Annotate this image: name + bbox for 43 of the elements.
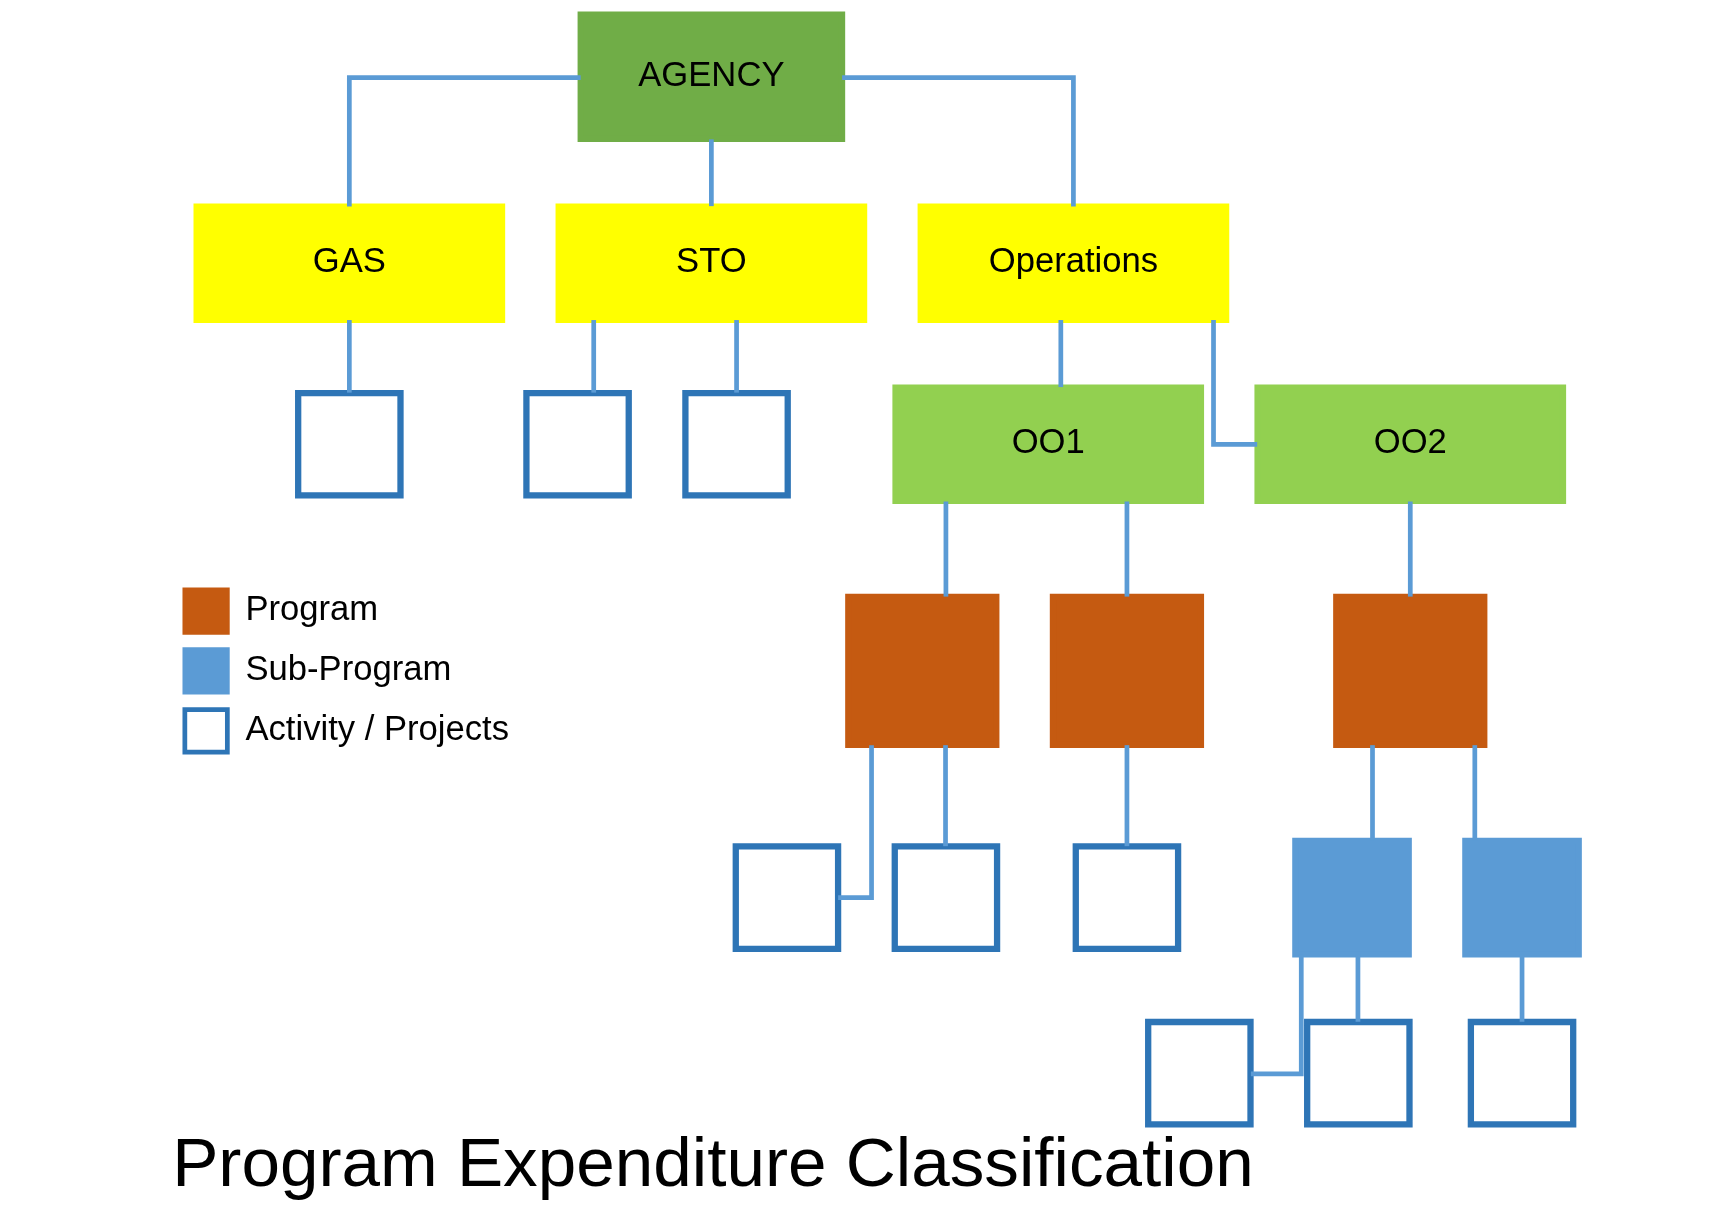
node-box bbox=[681, 390, 791, 499]
legend-label: Sub-Program bbox=[244, 648, 451, 687]
node-box: Operations bbox=[917, 203, 1229, 324]
node-box bbox=[294, 390, 404, 499]
node-box bbox=[732, 843, 841, 952]
connector bbox=[708, 139, 714, 207]
connector bbox=[1057, 320, 1063, 388]
node-box bbox=[1291, 837, 1412, 958]
node-box bbox=[1332, 593, 1487, 749]
connector bbox=[1369, 745, 1375, 841]
connector bbox=[837, 745, 874, 900]
connector bbox=[1210, 320, 1257, 447]
node-box: STO bbox=[555, 203, 867, 324]
node-box bbox=[1461, 837, 1582, 958]
connector bbox=[590, 320, 596, 393]
connector bbox=[1407, 501, 1413, 597]
node-box bbox=[1467, 1018, 1576, 1128]
node-box: GAS bbox=[193, 203, 505, 324]
legend-label: Activity / Projects bbox=[244, 708, 509, 747]
node-box: OO1 bbox=[891, 384, 1204, 505]
connector bbox=[733, 320, 739, 393]
node-box: AGENCY bbox=[577, 11, 845, 143]
connector bbox=[1250, 954, 1304, 1077]
node-box bbox=[1144, 1018, 1254, 1128]
connector bbox=[1471, 745, 1477, 841]
connector bbox=[1519, 954, 1524, 1022]
diagram-title: Program Expenditure Classification bbox=[171, 1123, 1254, 1201]
connector bbox=[942, 745, 948, 847]
node-box bbox=[1049, 593, 1204, 749]
connector bbox=[1124, 501, 1129, 597]
node-box bbox=[891, 843, 1000, 952]
node-box bbox=[522, 390, 632, 499]
connector bbox=[1124, 745, 1129, 847]
node-box bbox=[1303, 1018, 1413, 1128]
connector bbox=[346, 320, 352, 393]
connector bbox=[943, 501, 948, 597]
node-box: OO2 bbox=[1253, 384, 1566, 505]
legend-label: Program bbox=[244, 588, 378, 627]
node-box bbox=[844, 593, 999, 749]
connector bbox=[346, 75, 581, 207]
node-box bbox=[1072, 843, 1181, 952]
connector bbox=[1355, 954, 1360, 1022]
connector bbox=[841, 75, 1076, 207]
